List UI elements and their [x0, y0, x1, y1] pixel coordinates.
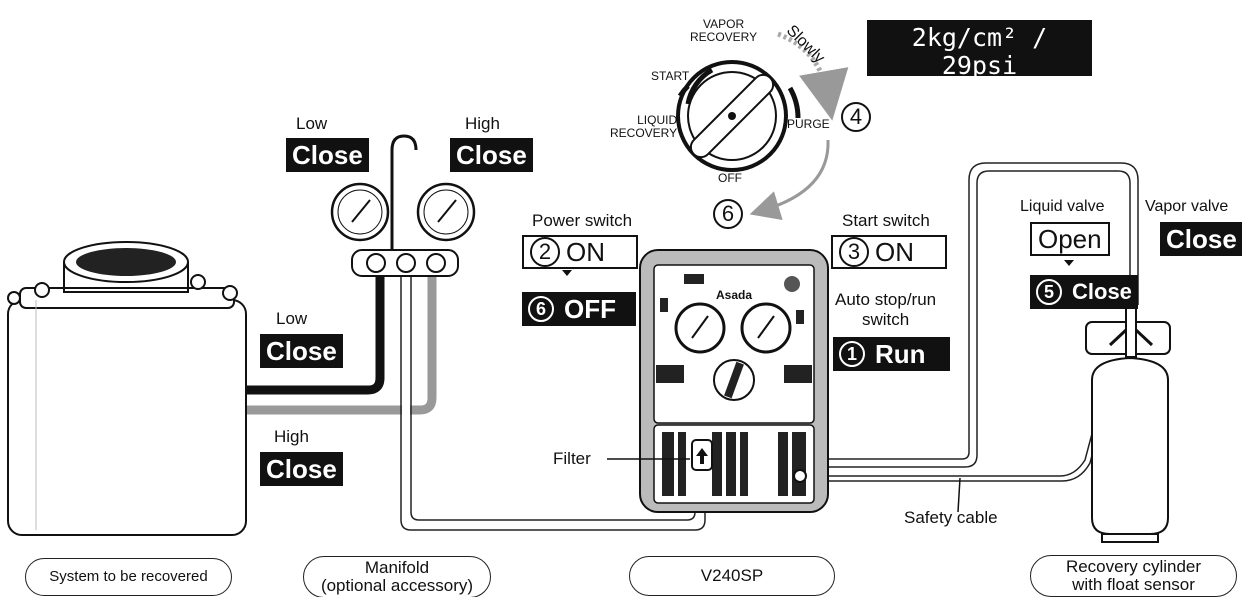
dial-vapor-recovery-label: VAPOR RECOVERY	[690, 17, 758, 44]
manifold-low-label: Low	[296, 114, 328, 133]
manifold-high-state: Close	[450, 138, 533, 172]
unit-brand: Asada	[716, 288, 753, 302]
center-hose	[400, 275, 706, 531]
liquid-valve-title: Liquid valve	[1020, 198, 1105, 215]
safety-cable-callout: Safety cable	[904, 508, 998, 527]
manifold-high-label: High	[465, 114, 500, 133]
liquid-valve-state: Open	[1030, 222, 1110, 256]
system-unit	[7, 241, 247, 536]
recovery-unit	[639, 249, 829, 513]
recovery-cylinder	[1085, 304, 1171, 543]
system-high-state: Close	[260, 452, 343, 486]
dial-purge-label: PURGE	[787, 117, 830, 131]
manifold	[330, 134, 476, 277]
low-hose	[240, 275, 385, 395]
step-6-dial-badge: 6	[713, 199, 743, 229]
power-arrow-icon	[562, 270, 572, 276]
system-low-state: Close	[260, 334, 343, 368]
power-switch-title: Power switch	[532, 211, 633, 230]
auto-switch-title: Auto stop/run switch	[835, 290, 937, 329]
dial-off-label: OFF	[718, 171, 742, 185]
pressure-note: 2kg/cm² / 29psi or less	[867, 20, 1092, 108]
dial-liquid-recovery-label: LIQUID RECOVERY	[610, 113, 678, 140]
liquid-arrow-icon	[1064, 260, 1074, 266]
vapor-valve-title: Vapor valve	[1145, 198, 1229, 215]
start-switch-title: Start switch	[842, 211, 930, 230]
step-4-badge: 4	[841, 102, 871, 132]
pill-unit: V240SP	[629, 556, 835, 596]
high-hose	[240, 275, 437, 415]
vapor-valve-state: Close	[1160, 222, 1242, 256]
system-low-label: Low	[276, 309, 308, 328]
pill-system: System to be recovered	[25, 558, 232, 596]
dial-start-label: START	[651, 69, 690, 83]
manifold-low-state: Close	[286, 138, 369, 172]
system-high-label: High	[274, 427, 309, 446]
mode-dial-graphic	[676, 60, 801, 172]
slowly-arrow	[777, 31, 849, 121]
safety-cable-leader	[957, 477, 961, 513]
filter-callout: Filter	[553, 449, 591, 468]
safety-cable-line	[800, 384, 1111, 482]
off-arrow	[749, 139, 830, 220]
pill-cylinder: Recovery cylinder with float sensor	[1030, 555, 1237, 597]
pill-manifold: Manifold (optional accessory)	[303, 556, 491, 597]
